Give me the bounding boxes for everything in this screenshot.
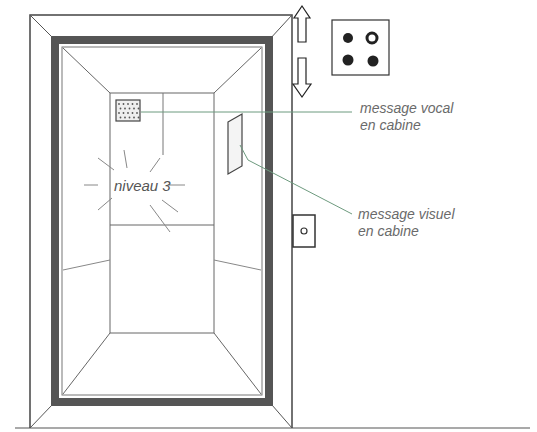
door-frame [30, 15, 292, 428]
leader-line [141, 112, 352, 113]
down-arrow [293, 58, 311, 97]
panel-button [368, 56, 379, 67]
control-panel [332, 20, 389, 75]
door-opening [55, 40, 269, 402]
back-wall-line [163, 93, 164, 155]
side-wall-line [63, 260, 110, 270]
callout-label: message visuel en cabine [358, 206, 466, 240]
floor-edge [214, 333, 261, 394]
visual-display [228, 114, 242, 174]
speaker-holes [118, 103, 139, 118]
speaker [116, 100, 140, 121]
ceiling-edge [63, 48, 110, 93]
callout-label: message vocal en cabine [360, 100, 468, 134]
frame-bevel [30, 405, 52, 428]
light-rays [84, 150, 185, 232]
ground-line [15, 427, 530, 428]
frame-bevel [272, 405, 292, 428]
panel-button [343, 33, 353, 43]
side-wall-line [214, 260, 261, 270]
back-wall-line [110, 225, 214, 226]
leader-line [240, 145, 352, 214]
floor-edge [63, 333, 110, 394]
call-button [301, 228, 307, 234]
door-opening-inner [62, 47, 262, 395]
up-arrow [294, 6, 310, 42]
floor-indicator-text: niveau 3 [114, 177, 171, 194]
ceiling-edge [214, 48, 261, 93]
panel-button [367, 33, 377, 43]
call-button-plate [293, 215, 315, 247]
cabin-back-wall [110, 93, 214, 333]
panel-button [343, 55, 354, 66]
